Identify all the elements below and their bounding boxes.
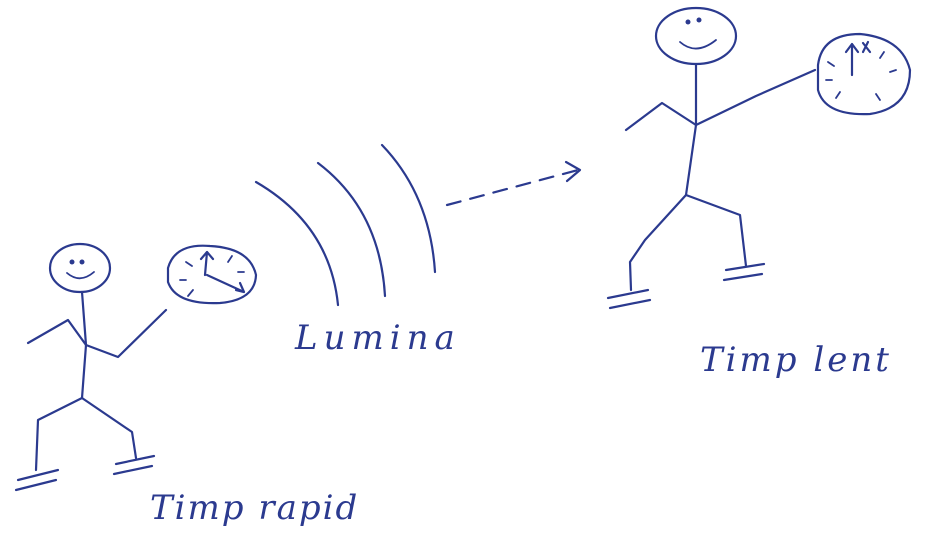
eye-right-2 bbox=[697, 18, 702, 23]
skate-right-front bbox=[724, 264, 764, 280]
wave-3 bbox=[382, 145, 435, 272]
leg-left-front bbox=[82, 398, 136, 458]
arm-left-front bbox=[86, 310, 166, 357]
clock-right-ticks bbox=[826, 52, 896, 100]
smile-right bbox=[680, 40, 716, 49]
clock-left-hand-up bbox=[201, 252, 213, 275]
eye-left-1 bbox=[70, 260, 75, 265]
skate-left-back bbox=[16, 470, 58, 490]
clock-right-mark bbox=[863, 42, 870, 52]
stick-figure-right bbox=[608, 8, 815, 308]
label-fast-time: Timp rapid bbox=[150, 488, 359, 528]
wave-1 bbox=[256, 182, 338, 305]
wave-2 bbox=[318, 163, 385, 296]
clock-left bbox=[168, 246, 256, 303]
clock-left-hand-side bbox=[207, 275, 244, 292]
dashed-arrow bbox=[447, 162, 580, 205]
eye-left-2 bbox=[80, 260, 85, 265]
clock-left-face bbox=[168, 246, 256, 303]
arm-right-back bbox=[626, 103, 696, 130]
arm-right-front bbox=[696, 70, 815, 125]
leg-right-back bbox=[630, 195, 686, 290]
leg-right-front bbox=[686, 195, 746, 266]
leg-left-back bbox=[36, 398, 82, 470]
eye-right-1 bbox=[686, 20, 691, 25]
clock-right bbox=[818, 34, 910, 114]
head-left bbox=[50, 244, 110, 292]
skate-left-front bbox=[114, 456, 154, 474]
clock-left-ticks bbox=[180, 256, 244, 296]
skate-right-back bbox=[608, 290, 650, 308]
head-right bbox=[656, 8, 736, 64]
light-waves bbox=[256, 145, 435, 305]
label-light: Lumina bbox=[295, 318, 461, 358]
label-slow-time: Timp lent bbox=[700, 340, 892, 380]
smile-left bbox=[67, 272, 94, 278]
arrow-shaft bbox=[447, 170, 578, 205]
torso-right bbox=[686, 64, 696, 195]
arm-left-back bbox=[28, 320, 86, 345]
clock-right-hand-up bbox=[846, 44, 858, 75]
stick-figure-left bbox=[16, 244, 166, 490]
